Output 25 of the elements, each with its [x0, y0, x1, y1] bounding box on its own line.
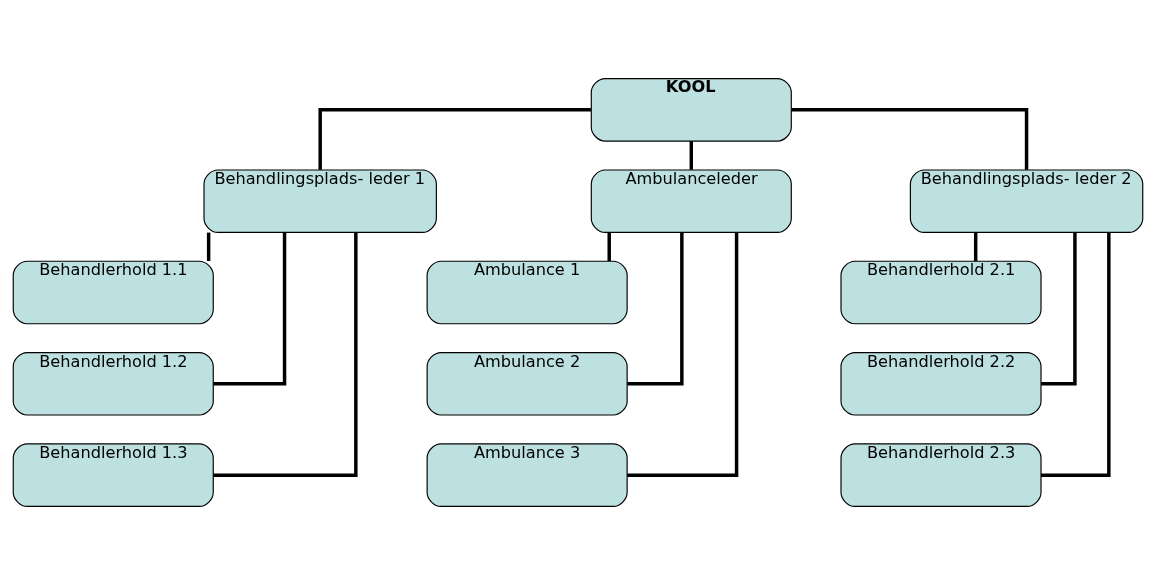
connector [213, 232, 287, 386]
node-box: Behandlerhold 1.2 [12, 352, 214, 416]
connector [206, 232, 211, 261]
node-box: Behandlerhold 2.3 [840, 443, 1042, 507]
node-box: KOOL [590, 78, 792, 142]
node-box: Ambulance 2 [426, 352, 628, 416]
node-box: Behandlingsplads- leder 1 [203, 169, 437, 233]
node-box: Behandlerhold 2.2 [840, 352, 1042, 416]
node-box: Ambulance 1 [426, 260, 628, 325]
connector [318, 108, 591, 170]
connector [689, 141, 694, 170]
connector [973, 232, 978, 261]
connector [627, 232, 684, 386]
connector [213, 232, 358, 477]
connector [1041, 232, 1111, 477]
connector [607, 232, 611, 261]
node-box: Ambulance 3 [426, 443, 628, 507]
node-box: Ambulanceleder [590, 169, 792, 233]
node-box: Behandlerhold 1.1 [12, 260, 214, 325]
connector [791, 108, 1029, 170]
node-box: Behandlerhold 2.1 [840, 260, 1042, 325]
connector [1041, 232, 1077, 386]
connector [627, 232, 739, 477]
node-box: Behandlingsplads- leder 2 [909, 169, 1144, 233]
node-box: Behandlerhold 1.3 [12, 443, 214, 507]
